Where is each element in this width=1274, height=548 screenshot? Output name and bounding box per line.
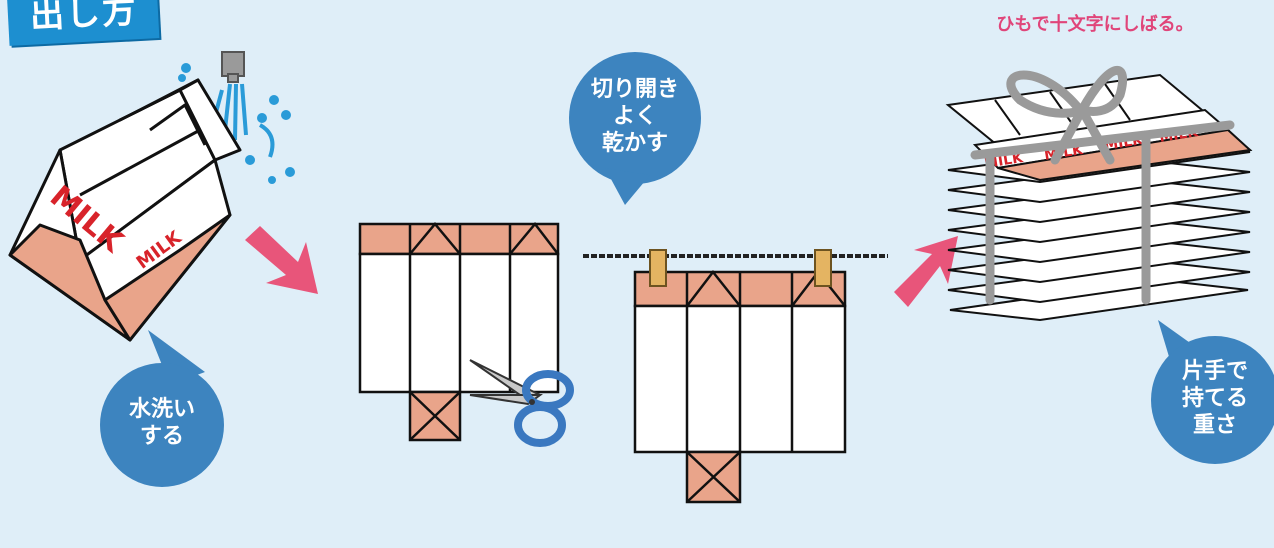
arrow-icon bbox=[245, 226, 318, 294]
step-wash-text: 水洗い する bbox=[100, 396, 224, 450]
arrow-icon bbox=[894, 236, 958, 307]
faucet-icon bbox=[222, 52, 244, 82]
tie-caption: ひもで十文字にしばる。 bbox=[960, 10, 1230, 36]
step-dry-text: 切り開き よく 乾かす bbox=[570, 76, 700, 157]
hanging-carton-icon bbox=[635, 272, 845, 502]
step-carry-text: 片手で 持てる 重さ bbox=[1151, 358, 1274, 439]
milk-carton-icon bbox=[10, 80, 240, 340]
